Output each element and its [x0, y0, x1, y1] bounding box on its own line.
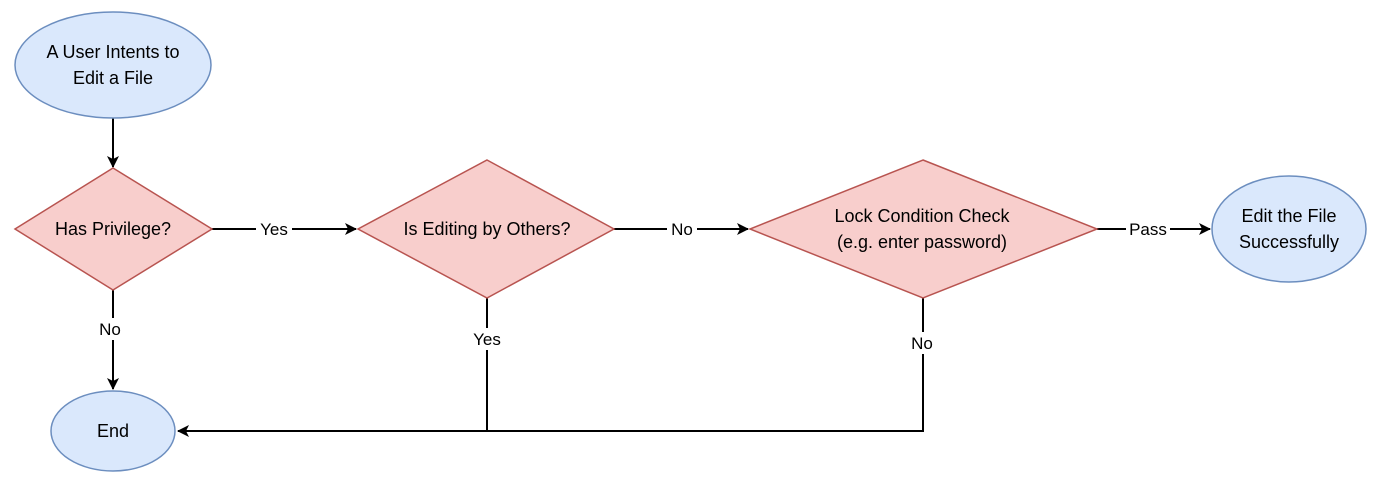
end-node-label: End [97, 421, 129, 441]
privilege-decision-node[interactable]: Has Privilege? [13, 167, 214, 291]
node-label-line: A User Intents to [46, 42, 179, 62]
edge-label-editing-yes: Yes [473, 330, 501, 349]
edge-label-privilege-no: No [99, 320, 121, 339]
edge-label-privilege-yes: Yes [260, 220, 288, 239]
edge-label-lock-no: No [911, 334, 933, 353]
node-label-line: Edit the File [1241, 206, 1336, 226]
node-label-line: End [97, 421, 129, 441]
end-node[interactable]: End [50, 390, 176, 472]
start-node[interactable]: A User Intents to Edit a File [14, 11, 212, 119]
editing-decision-node[interactable]: Is Editing by Others? [356, 159, 616, 299]
edge-label-lock-pass: Pass [1129, 220, 1167, 239]
edge-lock-to-end [487, 298, 924, 432]
editing-decision-label: Is Editing by Others? [403, 219, 570, 239]
edge-label-editing-no: No [671, 220, 693, 239]
node-label-line: Edit a File [73, 68, 153, 88]
node-label-line: (e.g. enter password) [837, 232, 1007, 252]
lock-decision-node[interactable]: Lock Condition Check (e.g. enter password… [747, 159, 1100, 299]
edge-editing-to-end [177, 298, 488, 437]
lock-decision-label: Lock Condition Check (e.g. enter password… [834, 206, 1010, 252]
node-label-line: Is Editing by Others? [403, 219, 570, 239]
privilege-decision-label: Has Privilege? [55, 219, 171, 239]
node-label-line: Has Privilege? [55, 219, 171, 239]
node-label-line: Lock Condition Check [834, 206, 1010, 226]
start-node-label: A User Intents to Edit a File [46, 42, 179, 88]
node-label-line: Successfully [1239, 232, 1339, 252]
